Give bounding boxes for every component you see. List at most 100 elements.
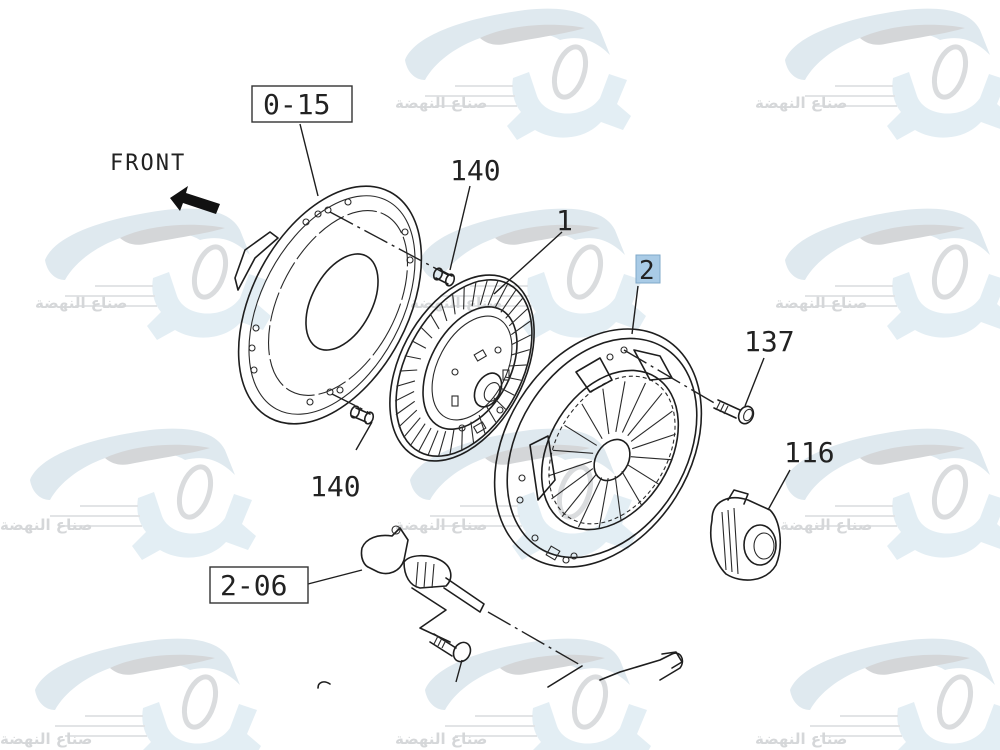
friction-segment-line bbox=[403, 417, 421, 438]
callout-label: 2 bbox=[639, 256, 655, 286]
watermark-text: صناع النهضة bbox=[0, 730, 92, 748]
callout-140-bottom[interactable]: 140 bbox=[310, 470, 361, 503]
diaphragm-finger-line bbox=[630, 410, 673, 442]
friction-segment-line bbox=[479, 279, 488, 305]
friction-segment-line bbox=[493, 397, 507, 410]
callout-2-06[interactable]: 2-06 bbox=[209, 566, 309, 604]
watermark-text: صناع النهضة bbox=[35, 294, 127, 312]
friction-segment-line bbox=[440, 302, 448, 322]
friction-segment-line bbox=[470, 421, 475, 443]
diaphragm-finger-line bbox=[621, 470, 643, 507]
flywheel-part bbox=[234, 185, 449, 425]
friction-segment-line bbox=[463, 286, 465, 310]
diaphragm-finger-line bbox=[548, 460, 592, 477]
watermark-logo bbox=[30, 429, 256, 560]
callout-1[interactable]: 1 bbox=[556, 204, 573, 237]
front-arrow-icon bbox=[170, 186, 220, 214]
callout-label: 137 bbox=[744, 325, 795, 358]
watermark-text: صناع النهضة bbox=[755, 94, 847, 112]
friction-segment-line bbox=[449, 429, 455, 455]
watermark-logo bbox=[405, 9, 631, 140]
diaphragm-finger-line bbox=[551, 468, 594, 500]
watermark-text: صناع النهضة bbox=[755, 730, 847, 748]
diaphragm-finger-line bbox=[581, 403, 603, 440]
diaphragm-fingers bbox=[548, 381, 676, 529]
callout-label: 140 bbox=[310, 470, 361, 503]
diaphragm-finger-line bbox=[602, 388, 610, 435]
friction-segment-line bbox=[404, 355, 422, 360]
clutch-disc-part bbox=[389, 274, 535, 462]
friction-segment-line bbox=[478, 414, 486, 434]
watermark-text: صناع النهضة bbox=[395, 516, 487, 534]
callout-2[interactable]: 2 bbox=[635, 254, 661, 286]
friction-segment-line bbox=[508, 364, 527, 367]
callout-140-top[interactable]: 140 bbox=[450, 154, 501, 187]
friction-segment-line bbox=[504, 376, 522, 381]
small-bolt-part bbox=[317, 633, 472, 689]
friction-segment-line bbox=[510, 349, 530, 356]
bolt-part bbox=[713, 399, 755, 425]
friction-segment-line bbox=[508, 308, 528, 327]
friction-segment-line bbox=[399, 369, 418, 372]
friction-segment-line bbox=[394, 390, 415, 402]
dowel-pin-bottom bbox=[349, 405, 375, 425]
friction-segment-line bbox=[499, 387, 515, 396]
front-direction-indicator: FRONT bbox=[110, 151, 220, 214]
diaphragm-finger-line bbox=[614, 475, 622, 522]
dowel-pin-top bbox=[432, 267, 456, 287]
friction-segment-line bbox=[398, 409, 418, 428]
friction-segment-line bbox=[409, 423, 426, 447]
friction-segments bbox=[394, 279, 532, 457]
friction-segment-line bbox=[500, 289, 517, 313]
diaphragm-finger-line bbox=[627, 392, 663, 437]
friction-segment-line bbox=[438, 431, 447, 457]
diaphragm-finger-line bbox=[552, 449, 594, 454]
friction-segment-line bbox=[417, 427, 432, 453]
friction-segment-line bbox=[451, 293, 456, 315]
diaphragm-finger-line bbox=[577, 477, 603, 528]
friction-segment-line bbox=[461, 426, 463, 450]
diaphragm-finger-line bbox=[561, 473, 597, 518]
leader-lines bbox=[299, 123, 791, 585]
friction-segment-line bbox=[511, 334, 532, 346]
diaphragm-finger-line bbox=[621, 382, 647, 433]
diaphragm-finger-line bbox=[630, 456, 672, 461]
friction-segment-line bbox=[486, 406, 497, 423]
callout-label: 140 bbox=[450, 154, 501, 187]
release-bearing-part bbox=[710, 489, 782, 581]
watermark-layer: صناع النهضة صناع النهضة صناع النهضة صناع… bbox=[0, 9, 1000, 750]
front-label: FRONT bbox=[110, 151, 186, 176]
callout-label: 116 bbox=[784, 436, 835, 469]
watermark-logo bbox=[785, 209, 1000, 340]
diaphragm-finger-line bbox=[632, 433, 676, 450]
callout-label: 1 bbox=[556, 204, 573, 237]
watermark-logo bbox=[410, 429, 636, 560]
friction-segment-line bbox=[487, 280, 499, 306]
diaphragm-finger-line bbox=[626, 464, 660, 486]
callout-116[interactable]: 116 bbox=[784, 436, 835, 469]
watermark-text: صناع النهضة bbox=[395, 94, 487, 112]
diaphragm-finger-line bbox=[564, 424, 598, 446]
friction-segment-line bbox=[419, 326, 433, 339]
friction-segment-line bbox=[395, 400, 416, 416]
friction-segment-line bbox=[396, 380, 416, 387]
callout-label: 0-15 bbox=[263, 88, 330, 121]
friction-segment-line bbox=[411, 340, 427, 349]
slave-cylinder-part bbox=[360, 525, 684, 688]
callout-label: 2-06 bbox=[220, 569, 287, 602]
diaphragm-finger-line bbox=[598, 478, 609, 529]
friction-segment-line bbox=[427, 430, 439, 456]
watermark-text: صناع النهضة bbox=[780, 516, 872, 534]
watermark-text: صناع النهضة bbox=[0, 516, 92, 534]
watermark-logo bbox=[785, 9, 1000, 140]
watermark-text: صناع النهضة bbox=[395, 730, 487, 748]
diaphragm-finger-line bbox=[615, 381, 626, 432]
friction-segment-line bbox=[494, 283, 509, 309]
callout-0-15[interactable]: 0-15 bbox=[251, 85, 353, 123]
watermark-text: صناع النهضة bbox=[775, 294, 867, 312]
callout-137[interactable]: 137 bbox=[744, 325, 795, 358]
pressure-plate-part bbox=[493, 328, 717, 568]
friction-segment-line bbox=[471, 281, 477, 307]
friction-segment-line bbox=[505, 298, 523, 319]
